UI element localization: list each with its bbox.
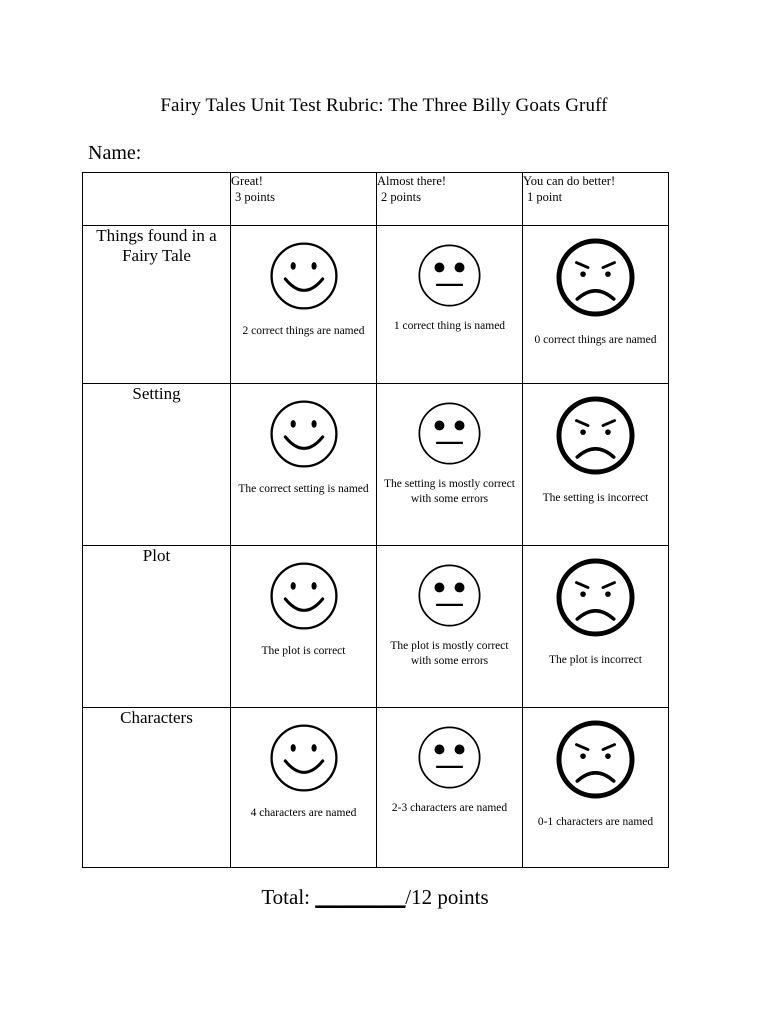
score-cell[interactable]: 1 correct thing is named	[376, 225, 523, 384]
table-corner-cell	[82, 172, 231, 226]
score-cell-content: 0 correct things are named	[523, 226, 668, 383]
score-cell[interactable]: 2-3 characters are named	[376, 707, 523, 868]
column-header-3: You can do better! 1 point	[522, 172, 669, 226]
score-cell-caption: The plot is correct	[261, 645, 346, 657]
score-cell-caption: The correct setting is named	[238, 483, 369, 495]
score-cell-content: The setting is mostly correct with some …	[377, 384, 522, 545]
criterion-cell: Characters	[82, 707, 231, 868]
score-cell[interactable]: The correct setting is named	[230, 383, 377, 546]
score-cell[interactable]: The plot is correct	[230, 545, 377, 708]
column-header-2: Almost there! 2 points	[376, 172, 523, 226]
column-header-points: 1 point	[527, 190, 563, 204]
criterion-cell: Plot	[82, 545, 231, 708]
total-label: Total:	[261, 885, 310, 909]
sad-face-icon	[554, 556, 637, 639]
table-header-row: Great! 3 points Almost there! 2 points You c…	[82, 172, 669, 226]
page-title: Fairy Tales Unit Test Rubric: The Three …	[160, 95, 608, 116]
score-cell-content: 2-3 characters are named	[377, 708, 522, 867]
column-header-label: Almost there!	[377, 174, 447, 188]
column-header-label: You can do better!	[523, 174, 616, 188]
sad-face-icon	[554, 236, 637, 319]
score-cell-caption: 4 characters are named	[250, 807, 357, 819]
score-cell-caption: 2-3 characters are named	[391, 802, 508, 814]
rubric-table: Great! 3 points Almost there! 2 points You c…	[82, 172, 669, 868]
score-cell-caption: The plot is mostly correct with some err…	[390, 640, 509, 668]
neutral-face-icon	[416, 242, 483, 309]
score-cell-caption: 0 correct things are named	[534, 334, 657, 346]
score-cell-caption: The setting is incorrect	[542, 492, 649, 504]
happy-face-icon	[268, 240, 340, 312]
column-header-points: 2 points	[381, 190, 421, 204]
column-header-1: Great! 3 points	[230, 172, 377, 226]
name-field-label: Name:	[88, 142, 142, 164]
score-cell-content: 0-1 characters are named	[523, 708, 668, 867]
neutral-face-icon	[416, 400, 483, 467]
score-cell-content: The setting is incorrect	[523, 384, 668, 545]
score-cell[interactable]: 0-1 characters are named	[522, 707, 669, 868]
score-cell[interactable]: The setting is mostly correct with some …	[376, 383, 523, 546]
sad-face-icon	[554, 718, 637, 801]
score-cell-caption: The setting is mostly correct with some …	[384, 478, 515, 506]
happy-face-icon	[268, 398, 340, 470]
score-cell-content: 1 correct thing is named	[377, 226, 522, 383]
sad-face-icon	[554, 394, 637, 477]
score-cell-caption: 1 correct thing is named	[393, 320, 506, 332]
criterion-cell: Setting	[82, 383, 231, 546]
score-cell-caption: 0-1 characters are named	[537, 816, 654, 828]
score-cell[interactable]: 0 correct things are named	[522, 225, 669, 384]
column-header-points: 3 points	[235, 190, 275, 204]
score-cell-content: The plot is correct	[231, 546, 376, 707]
score-cell-caption: 2 correct things are named	[242, 325, 365, 337]
score-cell-caption: The plot is incorrect	[549, 654, 642, 666]
neutral-face-icon	[416, 562, 483, 629]
happy-face-icon	[268, 722, 340, 794]
score-cell-content: The correct setting is named	[231, 384, 376, 545]
score-cell[interactable]: 4 characters are named	[230, 707, 377, 868]
score-cell[interactable]: The plot is mostly correct with some err…	[376, 545, 523, 708]
score-cell-content: The plot is incorrect	[523, 546, 668, 707]
total-blank-field[interactable]: _________	[315, 885, 406, 909]
neutral-face-icon	[416, 724, 483, 791]
score-cell-content: 2 correct things are named	[231, 226, 376, 383]
score-cell-content: The plot is mostly correct with some err…	[377, 546, 522, 707]
total-score-line: Total: _________/12 points	[0, 885, 768, 910]
total-suffix: /12 points	[405, 885, 489, 909]
criterion-cell: Things found in a Fairy Tale	[82, 225, 231, 384]
score-cell[interactable]: 2 correct things are named	[230, 225, 377, 384]
happy-face-icon	[268, 560, 340, 632]
table-row: Characters 4 characters are named 2-3 char…	[82, 707, 669, 868]
score-cell[interactable]: The setting is incorrect	[522, 383, 669, 546]
column-header-label: Great!	[231, 174, 263, 188]
score-cell[interactable]: The plot is incorrect	[522, 545, 669, 708]
score-cell-content: 4 characters are named	[231, 708, 376, 867]
table-row: Things found in a Fairy Tale 2 correct th…	[82, 225, 669, 384]
